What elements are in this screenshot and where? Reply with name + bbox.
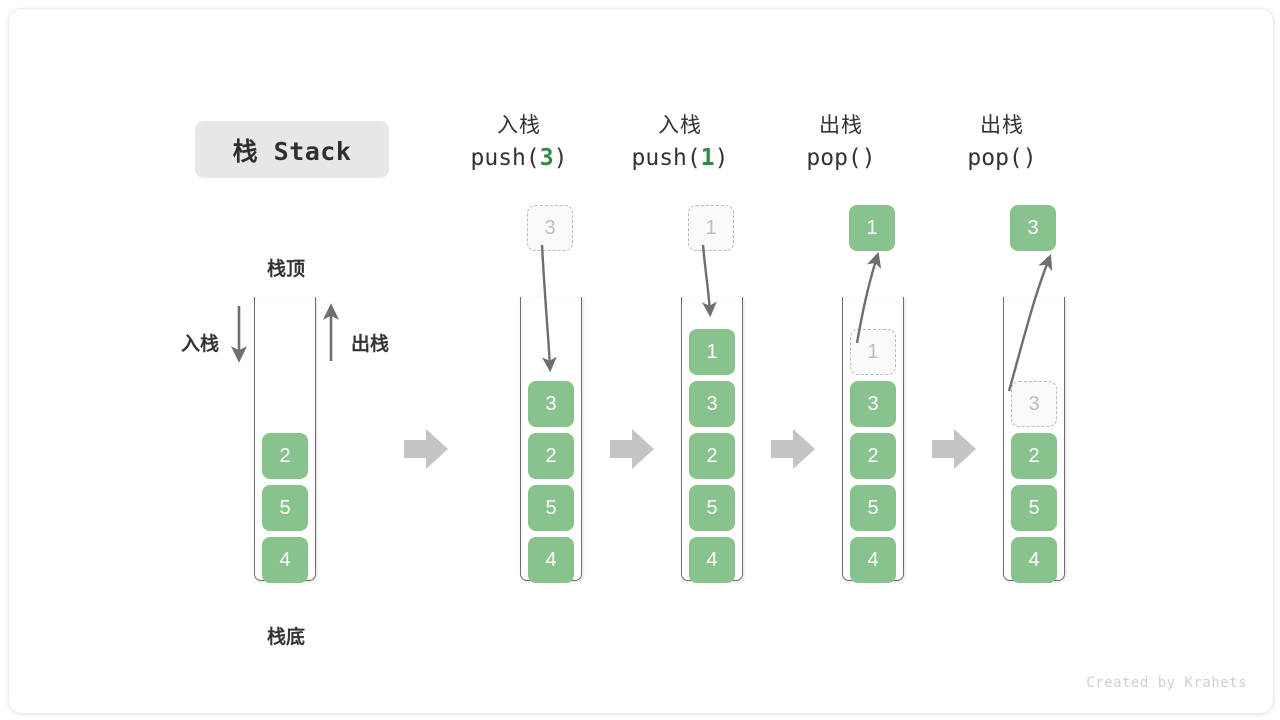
step-op-code: push(1) [631,145,729,171]
step-op-cn: 入栈 [497,114,541,137]
stack-cell: 3 [850,381,896,427]
step-op-code: push(3) [470,145,568,171]
step-header-push-3: 入栈 push(3) [419,111,619,175]
stack-bottom-label: 栈底 [267,627,306,648]
step-arrow [404,429,448,469]
popped-element-3: 3 [1010,205,1056,251]
stack-cell: 5 [528,485,574,531]
stack-cell: 2 [850,433,896,479]
stack-cell: 1 [689,329,735,375]
stack-cell: 4 [689,537,735,583]
floating-element-push-3: 3 [527,205,573,251]
stack-cell: 4 [1011,537,1057,583]
step-op-cn: 出栈 [819,114,863,137]
step-op-code: pop() [967,145,1037,171]
stack-cell: 5 [689,485,735,531]
stack-cell: 4 [528,537,574,583]
stack-cell: 5 [262,485,308,531]
stack-cell: 2 [1011,433,1057,479]
step-arrow [932,429,976,469]
diagram-title: 栈 Stack [195,121,389,178]
popped-element-1: 1 [849,205,895,251]
stack-cell: 4 [850,537,896,583]
stack-cell: 3 [528,381,574,427]
step-op-cn: 出栈 [980,114,1024,137]
stack-cell: 4 [262,537,308,583]
step-op-code: pop() [806,145,876,171]
stack-cell: 3 [689,381,735,427]
diagram-card: 栈 Stack 栈顶 栈底 入栈 出栈 2 5 4 入栈 push(3) 3 3… [8,8,1274,714]
step-header-pop-1: 出栈 pop() [741,111,941,175]
step-header-push-1: 入栈 push(1) [580,111,780,175]
step-arrow [771,429,815,469]
push-side-label: 入栈 [181,334,220,355]
stack-cell-removed: 3 [1011,381,1057,427]
stack-top-label: 栈顶 [267,259,306,280]
step-op-cn: 入栈 [658,114,702,137]
step-arrow [610,429,654,469]
stack-cell: 2 [528,433,574,479]
stack-cell-removed: 1 [850,329,896,375]
stack-cell: 5 [1011,485,1057,531]
stack-cell: 2 [689,433,735,479]
pop-side-label: 出栈 [351,334,390,355]
step-header-pop-3: 出栈 pop() [902,111,1102,175]
floating-element-push-1: 1 [688,205,734,251]
stack-cell: 5 [850,485,896,531]
stack-cell: 2 [262,433,308,479]
watermark: Created by Krahets [1086,675,1247,691]
